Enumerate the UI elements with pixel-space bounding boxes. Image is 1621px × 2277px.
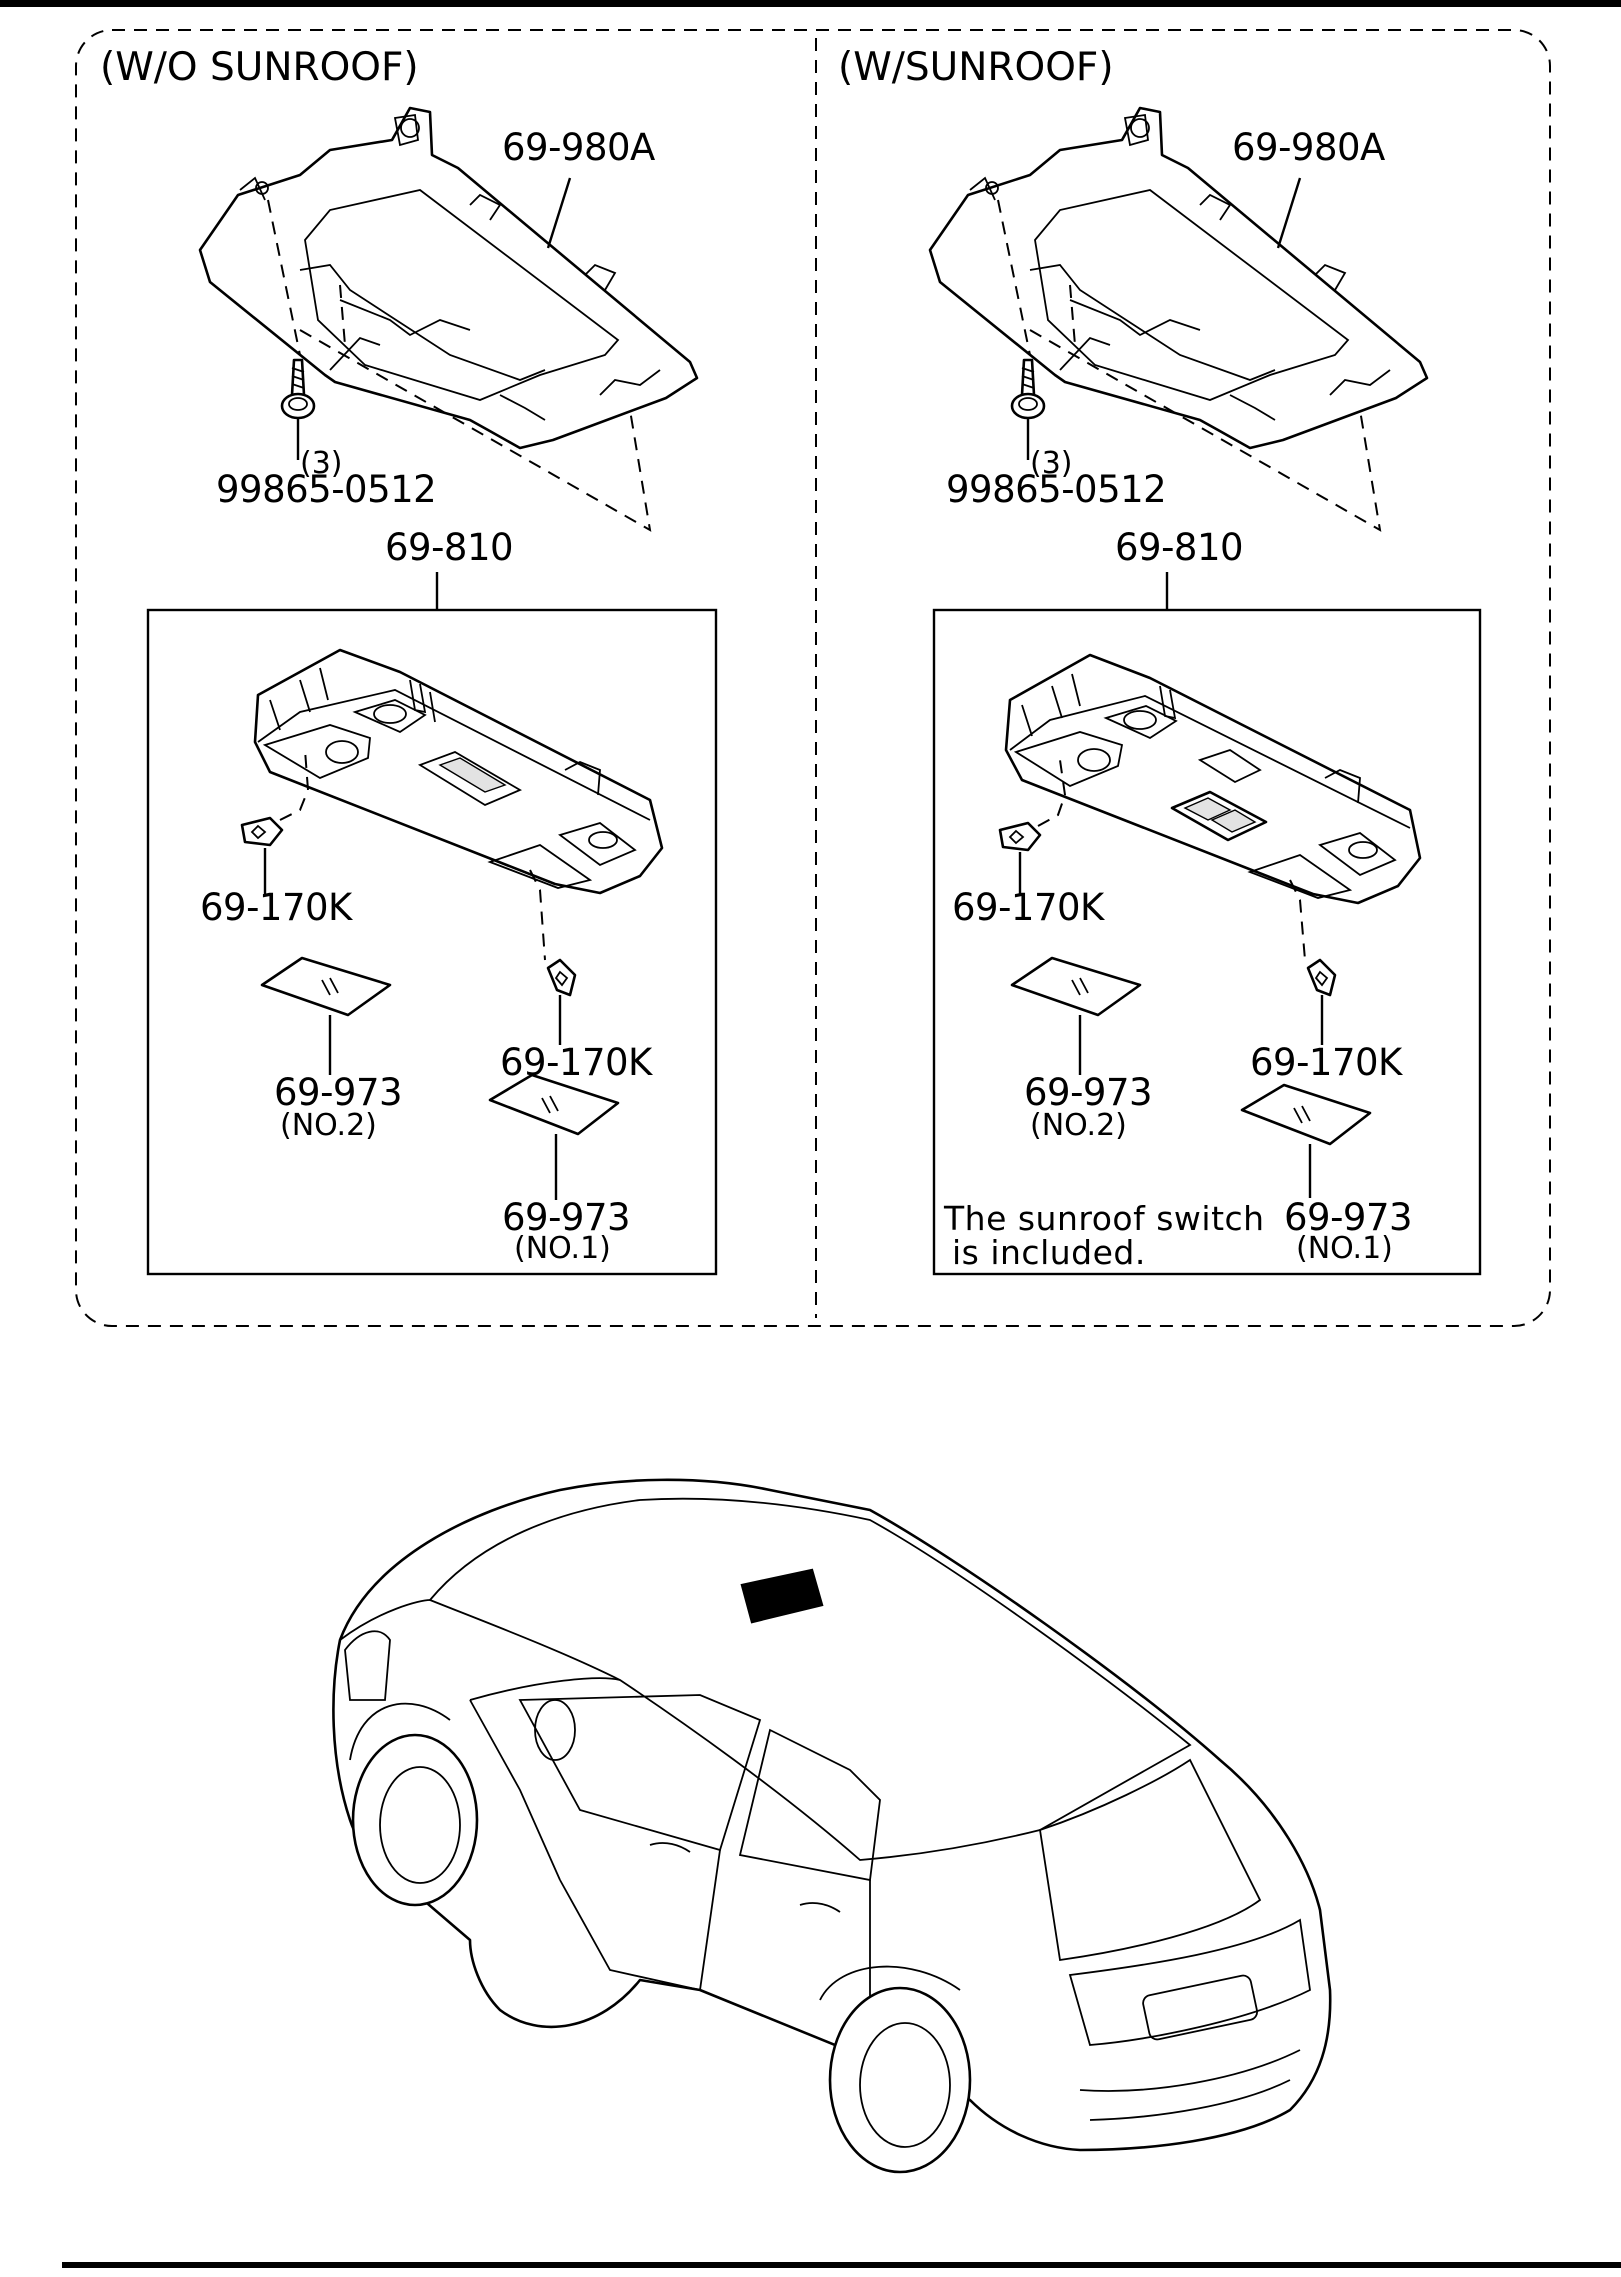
panel-header: (W/SUNROOF) bbox=[838, 45, 1114, 90]
bulb-right bbox=[546, 958, 577, 997]
sunroof-location-marker bbox=[740, 1568, 824, 1624]
bulb-left bbox=[998, 821, 1042, 852]
label-bracket: 69-980A bbox=[1232, 126, 1385, 169]
lens-no2 bbox=[1010, 956, 1142, 1017]
label-lens-no1-sub: (NO.1) bbox=[1296, 1231, 1393, 1266]
label-bracket: 69-980A bbox=[502, 126, 655, 169]
vehicle-locator-illustration bbox=[332, 1478, 1332, 2174]
note-line-2: is included. bbox=[952, 1233, 1146, 1272]
bracket-part bbox=[198, 106, 699, 450]
label-screw: 99865-0512 bbox=[216, 468, 436, 511]
bulb-right bbox=[1306, 958, 1337, 997]
lens-no1 bbox=[1240, 1083, 1372, 1146]
label-lens-no1: 69-973 bbox=[1284, 1196, 1412, 1239]
label-screw-qty: (3) bbox=[300, 446, 343, 481]
top-rule bbox=[0, 0, 1621, 7]
label-lens-no2-sub: (NO.2) bbox=[1030, 1108, 1127, 1143]
label-lens-no1: 69-973 bbox=[502, 1196, 630, 1239]
label-screw-qty: (3) bbox=[1030, 446, 1073, 481]
label-bulb-right: 69-170K bbox=[500, 1041, 654, 1084]
lens-no2 bbox=[260, 956, 392, 1017]
bracket-part bbox=[928, 106, 1429, 450]
panel-w-sunroof: (W/SUNROOF) bbox=[838, 45, 1482, 1276]
label-screw: 99865-0512 bbox=[946, 468, 1166, 511]
label-bulb-right: 69-170K bbox=[1250, 1041, 1404, 1084]
bulb-left bbox=[240, 816, 284, 847]
overhead-console bbox=[253, 648, 664, 895]
label-lens-no1-sub: (NO.1) bbox=[514, 1231, 611, 1266]
console-assembly-box bbox=[146, 608, 718, 1276]
screw-part bbox=[280, 358, 316, 420]
panel-header: (W/O SUNROOF) bbox=[100, 45, 419, 90]
screw-part bbox=[1010, 358, 1046, 420]
label-bulb-left: 69-170K bbox=[952, 886, 1106, 929]
label-lens-no2: 69-973 bbox=[274, 1071, 402, 1114]
label-console: 69-810 bbox=[1115, 526, 1243, 569]
variant-frame bbox=[75, 29, 1551, 1327]
panel-wo-sunroof: (W/O SUNROOF) 69-980A (3) 9 bbox=[100, 45, 718, 1276]
label-console: 69-810 bbox=[385, 526, 513, 569]
label-lens-no2-sub: (NO.2) bbox=[280, 1108, 377, 1143]
bottom-rule bbox=[62, 2262, 1621, 2268]
label-lens-no2: 69-973 bbox=[1024, 1071, 1152, 1114]
lens-no1 bbox=[488, 1073, 620, 1136]
overhead-console bbox=[1004, 653, 1422, 905]
note-line-1: The sunroof switch bbox=[943, 1199, 1265, 1238]
label-bulb-left: 69-170K bbox=[200, 886, 354, 929]
console-assembly-box bbox=[932, 608, 1482, 1276]
